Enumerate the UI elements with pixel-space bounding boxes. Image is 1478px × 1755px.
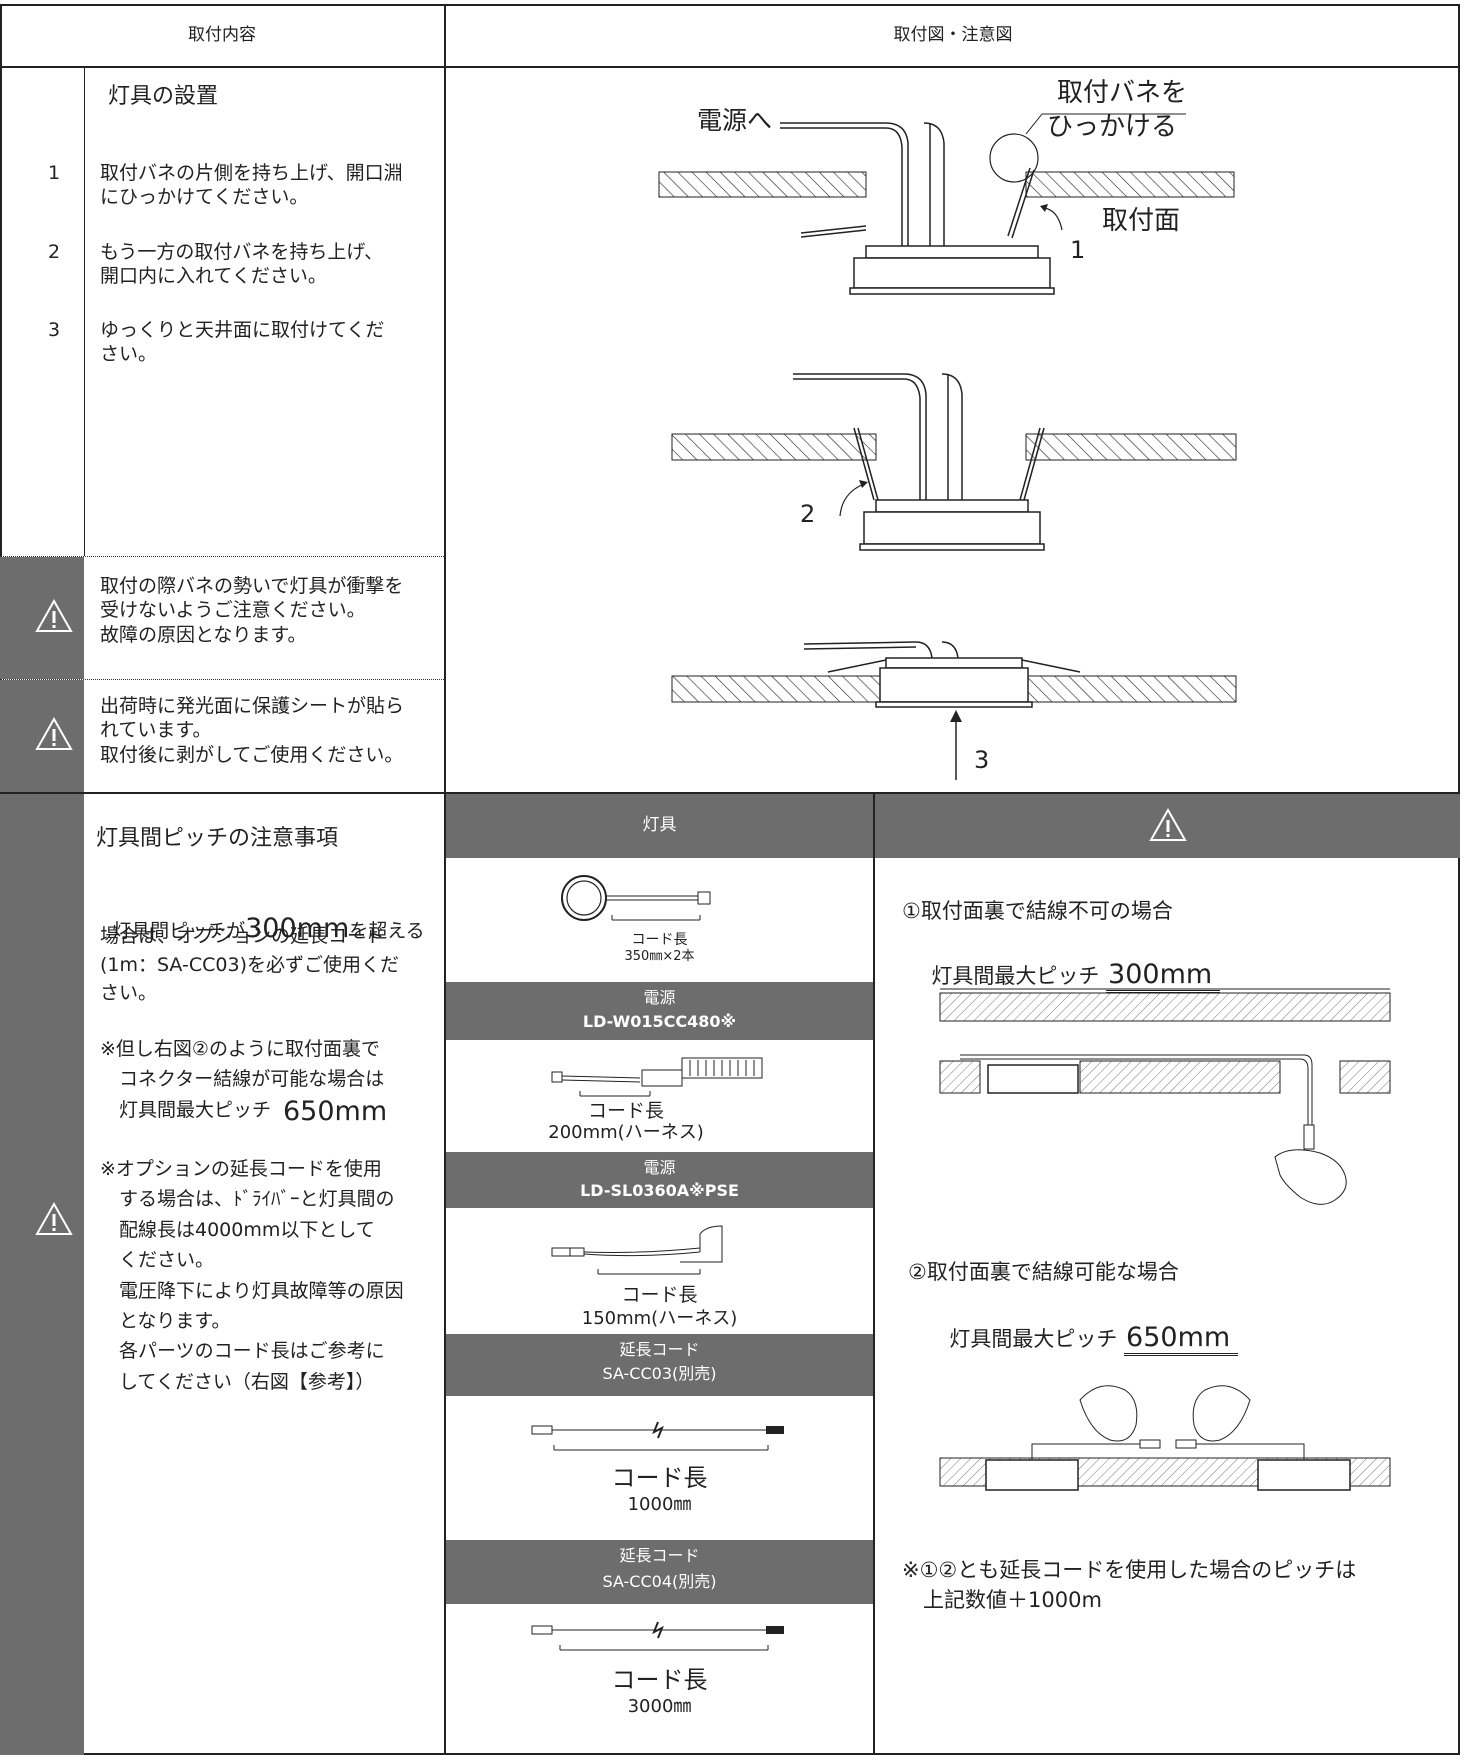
step-num-column-border <box>84 68 85 556</box>
case2-drawing <box>939 1385 1391 1491</box>
step-num-1: 1 <box>48 162 61 184</box>
psu2-header <box>446 1152 873 1208</box>
fixture-cord-label: コード長 <box>631 932 688 948</box>
install-title: 灯具の設置 <box>108 84 219 109</box>
pitch-p2-value: 650mm <box>283 1096 388 1127</box>
ext2-cord-label: コード長 <box>611 1666 708 1694</box>
header-col1: 取付内容 <box>188 25 256 45</box>
psu1-drawing <box>551 1057 763 1097</box>
case1-drawing <box>939 988 1391 1205</box>
step-text-2: もう一方の取付バネを持ち上げ、 開口内に入れてください。 <box>100 241 384 288</box>
step-num-2: 2 <box>48 241 61 263</box>
figure-spring-label-1: 取付バネを <box>1057 78 1188 108</box>
warning-divider-2 <box>0 679 444 680</box>
ext2-drawing <box>531 1621 784 1651</box>
col-divider <box>444 4 446 1755</box>
figure-num-3: 3 <box>974 746 990 774</box>
pitch-p1-a: 灯具間ピッチが <box>112 920 246 943</box>
header-col2: 取付図・注意図 <box>893 25 1013 45</box>
figure-spring-label-2: ひっかける <box>1047 112 1178 142</box>
warning-bar-3 <box>0 794 84 1755</box>
figure-num-1: 1 <box>1070 236 1086 264</box>
warning-icon <box>1149 807 1187 841</box>
pitch-p3: ※オプションの延長コードを使用 する場合は、ﾄﾞﾗｲﾊﾞｰと灯具間の 配線長は4… <box>100 1158 404 1393</box>
ext2-title: 延長コード <box>619 1546 700 1565</box>
case1-pitch: 灯具間最大ピッチ 300mm <box>918 934 1221 994</box>
ext2-model: SA-CC04(別売) <box>602 1572 717 1591</box>
case1-pitch-label: 灯具間最大ピッチ <box>931 964 1100 989</box>
step-text-3: ゆっくりと天井面に取付けてくだ さい。 <box>100 319 385 366</box>
figure-num-2: 2 <box>800 500 816 528</box>
psu2-drawing <box>551 1225 723 1275</box>
case2-pitch-value: 650mm <box>1124 1322 1239 1357</box>
step-text-1: 取付バネの片側を持ち上げ、開口淵 にひっかけてください。 <box>100 162 403 209</box>
ext1-drawing <box>531 1421 784 1451</box>
ext1-title: 延長コード <box>619 1340 700 1359</box>
warning-icon <box>35 598 73 632</box>
fixture-drawing <box>561 875 711 921</box>
psu1-cord-label: コード長 <box>587 1100 664 1122</box>
fixture-cord-value: 350㎜×2本 <box>624 949 695 964</box>
psu1-cord-value: 200mm(ハーネス) <box>548 1122 704 1143</box>
parts-header <box>446 794 873 858</box>
warning-divider-1 <box>0 556 444 557</box>
warning-icon <box>35 1201 73 1235</box>
case1-pitch-value: 300mm <box>1106 959 1221 994</box>
section-divider <box>0 792 1460 794</box>
warning-bar-1 <box>0 557 84 679</box>
ext1-cord-label: コード長 <box>611 1464 708 1492</box>
pitch-p1-b: を超える <box>349 920 425 943</box>
psu2-cord-value: 150mm(ハーネス) <box>581 1308 738 1329</box>
psu1-model: LD-W015CC480※ <box>582 1012 737 1031</box>
warning-text-1: 取付の際バネの勢いで灯具が衝撃を 受けないようご注意ください。 故障の原因となり… <box>100 575 404 646</box>
psu1-header <box>446 982 873 1040</box>
pitch-p1-value: 300mm <box>245 913 350 945</box>
pitch-p1-rest: 場合は、オプションの延長コード (1m：SA-CC03)を必ずご使用くだ さい。 <box>100 925 399 1004</box>
pitch-p2: ※但し右図②のように取付面裏で コネクター結線が可能な場合は 灯具間最大ピッチ <box>100 1038 385 1121</box>
pitch-p1: 灯具間ピッチが300mmを超える <box>100 888 425 947</box>
installation-figure <box>658 113 1237 780</box>
parts-header-label: 灯具 <box>642 815 677 835</box>
psu2-cord-label: コード長 <box>621 1284 698 1306</box>
ext1-cord-value: 1000㎜ <box>627 1494 692 1515</box>
parts-col-divider <box>873 794 875 1755</box>
figure-surface-label: 取付面 <box>1102 206 1181 236</box>
case1-title: ①取付面裏で結線不可の場合 <box>902 899 1173 923</box>
psu2-model: LD-SL0360A※PSE <box>580 1181 739 1200</box>
notes-footnote: ※①②とも延長コードを使用した場合のピッチは 上記数値＋1000m <box>902 1558 1357 1613</box>
ext2-cord-value: 3000㎜ <box>627 1696 692 1717</box>
warning-bar-2 <box>0 680 84 792</box>
warning-icon <box>35 716 73 750</box>
pitch-title: 灯具間ピッチの注意事項 <box>96 826 339 851</box>
case2-title: ②取付面裏で結線可能な場合 <box>908 1260 1179 1284</box>
case2-pitch-label: 灯具間最大ピッチ <box>949 1327 1118 1352</box>
warning-text-2: 出荷時に発光面に保護シートが貼ら れています。 取付後に剥がしてご使用ください。 <box>100 695 405 766</box>
header-divider <box>0 66 1460 68</box>
ext1-header <box>446 1334 873 1396</box>
ext2-header <box>446 1540 873 1604</box>
psu2-title: 電源 <box>643 1158 676 1177</box>
case2-pitch: 灯具間最大ピッチ 650mm <box>936 1297 1239 1357</box>
step-num-3: 3 <box>48 319 61 341</box>
psu1-title: 電源 <box>643 988 676 1007</box>
figure-power-label: 電源へ <box>697 106 773 135</box>
ext1-model: SA-CC03(別売) <box>602 1364 717 1383</box>
